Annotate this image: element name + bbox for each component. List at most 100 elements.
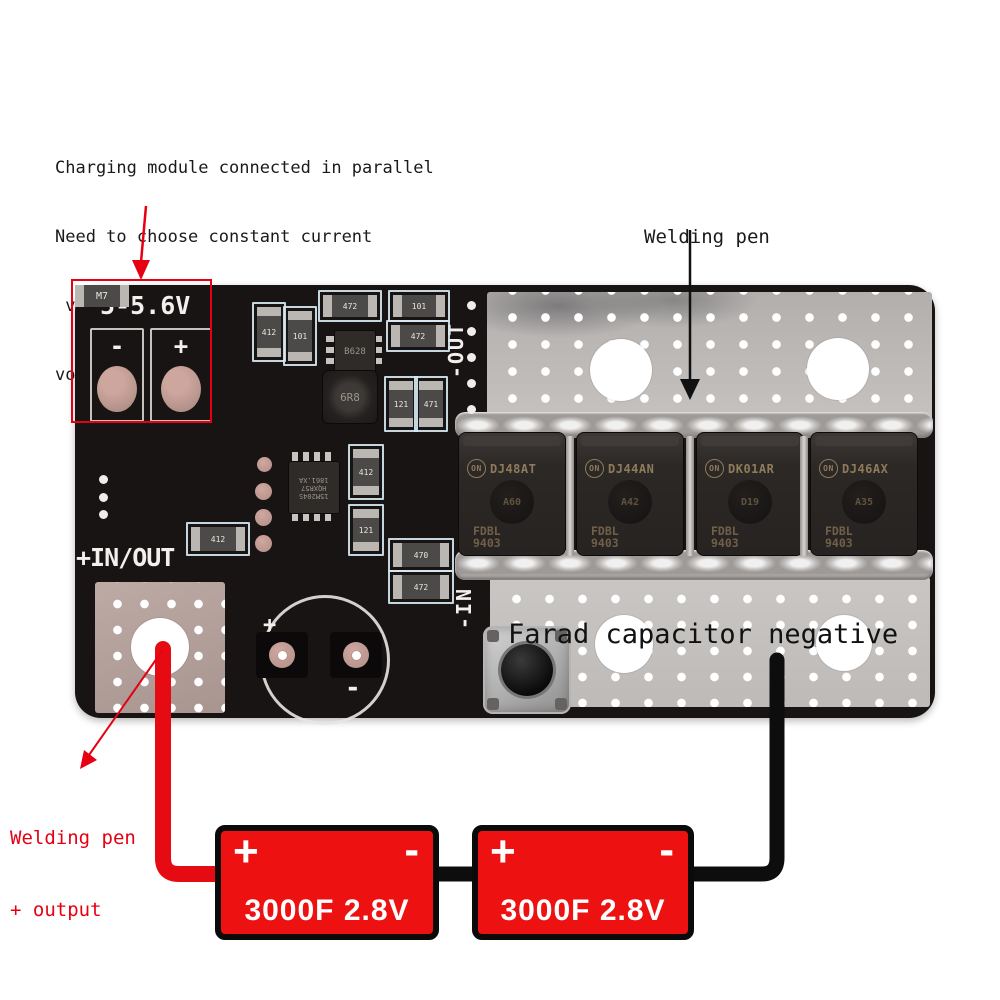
through-hole-pad bbox=[255, 535, 272, 552]
through-hole-pad bbox=[255, 483, 272, 500]
via-dot bbox=[467, 405, 476, 414]
mosfet-lead-bar bbox=[686, 436, 694, 556]
resistor-marking: 472 bbox=[323, 295, 377, 317]
mosfet-part-number: DJ48AT bbox=[490, 461, 537, 476]
resistor-marking: 472 bbox=[393, 575, 449, 599]
mosfet-q3: ON DK01AR D19 FDBL 9403 bbox=[696, 432, 804, 556]
regulator-sot23: B628 bbox=[334, 330, 376, 374]
charging-note-line: Charging module connected in parallel bbox=[55, 158, 434, 178]
solder-strip-bottom bbox=[455, 550, 933, 580]
resistor: 412 bbox=[348, 444, 384, 500]
resistor: 472 bbox=[388, 570, 454, 604]
mosfet-q1: ON DJ48AT A60 FDBL 9403 bbox=[458, 432, 566, 556]
red-wire-positive bbox=[155, 641, 230, 882]
resistor: 121 bbox=[348, 504, 384, 556]
mosfet-date-circle: A35 bbox=[842, 480, 886, 524]
terminal-pad bbox=[97, 366, 137, 412]
resistor: 412 bbox=[252, 302, 286, 362]
mosfet-tab bbox=[581, 436, 679, 446]
pad-hole bbox=[807, 338, 869, 400]
resistor: 472 bbox=[318, 290, 382, 322]
resistor-marking: 121 bbox=[389, 381, 413, 427]
red-arrowhead-2 bbox=[80, 750, 97, 769]
via-dot bbox=[467, 379, 476, 388]
ic-sop8: 15M204S HQXR57 1861.XA bbox=[288, 461, 340, 514]
resistor-marking: 101 bbox=[393, 295, 445, 317]
farad-negative-label: Farad capacitor negative bbox=[508, 619, 899, 650]
tactile-switch[interactable] bbox=[483, 626, 571, 714]
pad-hole bbox=[595, 615, 653, 673]
input-terminal-positive: + bbox=[150, 328, 212, 422]
mosfet-date-circle: A60 bbox=[490, 480, 534, 524]
resistor-marking: 121 bbox=[353, 509, 379, 551]
via-dot bbox=[467, 327, 476, 336]
terminal-negative-sign: - bbox=[109, 332, 125, 360]
mosfet-lead-bar bbox=[566, 436, 574, 556]
resistor-marking: 412 bbox=[191, 527, 245, 551]
black-wire-negative bbox=[670, 652, 785, 882]
switch-contact bbox=[487, 630, 499, 642]
mosfet-q4: ON DJ46AX A35 FDBL 9403 bbox=[810, 432, 918, 556]
capacitor-plus-sign: + bbox=[233, 827, 259, 876]
in-out-label: +IN/OUT bbox=[76, 543, 175, 572]
switch-contact bbox=[555, 698, 567, 710]
capacitor-minus-sign: - bbox=[404, 825, 419, 874]
mosfet-q2: ON DJ44AN A42 FDBL 9403 bbox=[576, 432, 684, 556]
resistor: 412 bbox=[186, 522, 250, 556]
via-dot bbox=[99, 510, 108, 519]
black-arrowhead bbox=[680, 379, 700, 400]
mosfet-tab bbox=[463, 436, 561, 446]
mosfet-marking: FDBL bbox=[473, 524, 501, 538]
on-semi-logo: ON bbox=[467, 459, 486, 478]
mosfet-date-circle: A42 bbox=[608, 480, 652, 524]
pcb-board: 5-5.6V - + +IN/OUT -OUT -IN bbox=[75, 285, 935, 725]
resistor: 471 bbox=[414, 376, 448, 432]
via-dot bbox=[467, 301, 476, 310]
red-arrow-line-2 bbox=[88, 650, 163, 756]
resistor-marking: 472 bbox=[391, 325, 445, 347]
mosfet-marking: 9403 bbox=[711, 536, 739, 550]
mosfet-tab bbox=[701, 436, 799, 446]
mosfet-marking: 9403 bbox=[473, 536, 501, 550]
resistor: 472 bbox=[386, 320, 450, 352]
mosfet-date-circle: D19 bbox=[728, 480, 772, 524]
inductor: 6R8 bbox=[322, 370, 378, 424]
footprint-minus-sign: - bbox=[345, 673, 361, 703]
switch-contact bbox=[555, 630, 567, 642]
resistor-marking: 412 bbox=[257, 307, 281, 357]
welding-pen-positive-callout: Welding pen + output bbox=[10, 778, 136, 970]
footprint-plus-sign: + bbox=[263, 613, 277, 638]
capacitor-plus-sign: + bbox=[490, 827, 516, 876]
on-semi-logo: ON bbox=[585, 459, 604, 478]
ic-pins bbox=[292, 512, 334, 521]
component-pins bbox=[374, 336, 382, 366]
on-semi-logo: ON bbox=[705, 459, 724, 478]
mosfet-part-number: DJ44AN bbox=[608, 461, 655, 476]
callout-line: Welding pen bbox=[10, 827, 136, 849]
welding-pad-negative-top bbox=[487, 292, 932, 428]
supercapacitor-1: + - 3000F 2.8V bbox=[215, 825, 439, 940]
input-terminal-highlight-box bbox=[71, 279, 212, 423]
switch-contact bbox=[487, 698, 499, 710]
mosfet-marking: 9403 bbox=[591, 536, 619, 550]
terminal-pad bbox=[161, 366, 201, 412]
red-arrowhead bbox=[132, 260, 150, 280]
pad-hole bbox=[816, 615, 872, 671]
on-semi-logo: ON bbox=[819, 459, 838, 478]
switch-plunger[interactable] bbox=[501, 644, 553, 696]
callout-line: Welding pen bbox=[644, 226, 770, 248]
component-pins bbox=[326, 336, 334, 366]
capacitor-minus-sign: - bbox=[659, 825, 674, 874]
charging-note-line: Need to choose constant current bbox=[55, 227, 373, 247]
resistor-marking: 470 bbox=[393, 543, 449, 567]
resistor-marking: 101 bbox=[288, 311, 312, 361]
mosfet-marking: FDBL bbox=[591, 524, 619, 538]
capacitor-pad-negative bbox=[330, 632, 382, 678]
supercapacitor-2: + - 3000F 2.8V bbox=[472, 825, 694, 940]
mosfet-lead-bar bbox=[800, 436, 808, 556]
mosfet-marking: FDBL bbox=[711, 524, 739, 538]
pad-hole bbox=[278, 651, 287, 660]
pad-hole bbox=[590, 339, 652, 401]
terminal-positive-sign: + bbox=[173, 332, 189, 360]
